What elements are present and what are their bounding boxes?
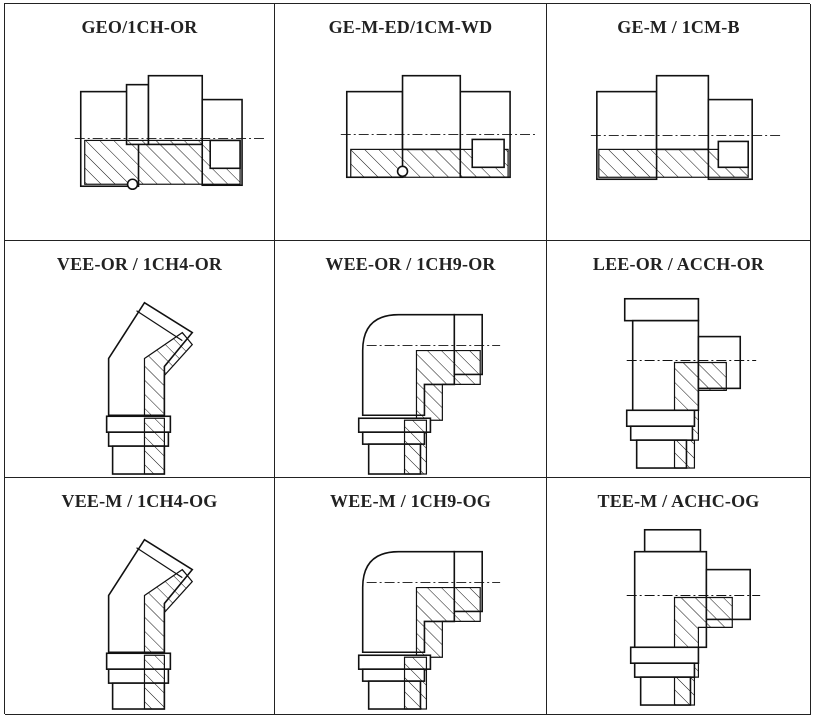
- fitting-cell-lee-or-acch-or: LEE-OR / ACCH-OR: [547, 241, 811, 478]
- fitting-title: GEO/1CH-OR: [81, 17, 198, 37]
- fitting-cell-wee-m-1ch9-og: WEE-M / 1CH9-OG: [275, 478, 547, 715]
- tee-fitting-drawing: [623, 297, 757, 469]
- fitting-cell-ge-m-ed-1cm-wd: GE-M-ED/1CM-WD: [275, 4, 547, 241]
- fitting-cell-ge-m-1cm-b: GE-M / 1CM-B: [547, 4, 811, 241]
- fitting-title: WEE-OR / 1CH9-OR: [325, 254, 496, 274]
- fitting-cell-vee-or-1ch4-or: VEE-OR / 1CH4-OR: [5, 241, 275, 478]
- elbow-90-fitting-drawing: [357, 313, 501, 475]
- fitting-title: GE-M-ED/1CM-WD: [328, 17, 493, 37]
- fitting-title: WEE-M / 1CH9-OG: [330, 491, 491, 511]
- fitting-title: VEE-M / 1CH4-OG: [61, 491, 218, 511]
- fittings-table: GEO/1CH-OR GE-M-ED/1CM-WD GE-M / 1CM-B: [4, 3, 811, 715]
- fitting-cell-geo-1ch-or: GEO/1CH-OR: [5, 4, 275, 241]
- elbow-45-fitting-drawing: [105, 538, 194, 710]
- fitting-title: TEE-M / ACHC-OG: [597, 491, 760, 511]
- fitting-cell-wee-or-1ch9-or: WEE-OR / 1CH9-OR: [275, 241, 547, 478]
- straight-fitting-drawing: [74, 74, 264, 191]
- fitting-title: LEE-OR / ACCH-OR: [592, 254, 765, 274]
- elbow-90-fitting-drawing: [357, 550, 501, 710]
- fitting-cell-tee-m-achc-og: TEE-M / ACHC-OG: [547, 478, 811, 715]
- fitting-cell-vee-m-1ch4-og: VEE-M / 1CH4-OG: [5, 478, 275, 715]
- straight-fitting-drawing: [340, 74, 536, 179]
- fitting-title: GE-M / 1CM-B: [617, 17, 740, 37]
- fitting-title: VEE-OR / 1CH4-OR: [56, 254, 223, 274]
- tee-fitting-drawing: [626, 528, 761, 706]
- elbow-45-fitting-drawing: [105, 301, 194, 475]
- straight-fitting-drawing: [590, 74, 783, 181]
